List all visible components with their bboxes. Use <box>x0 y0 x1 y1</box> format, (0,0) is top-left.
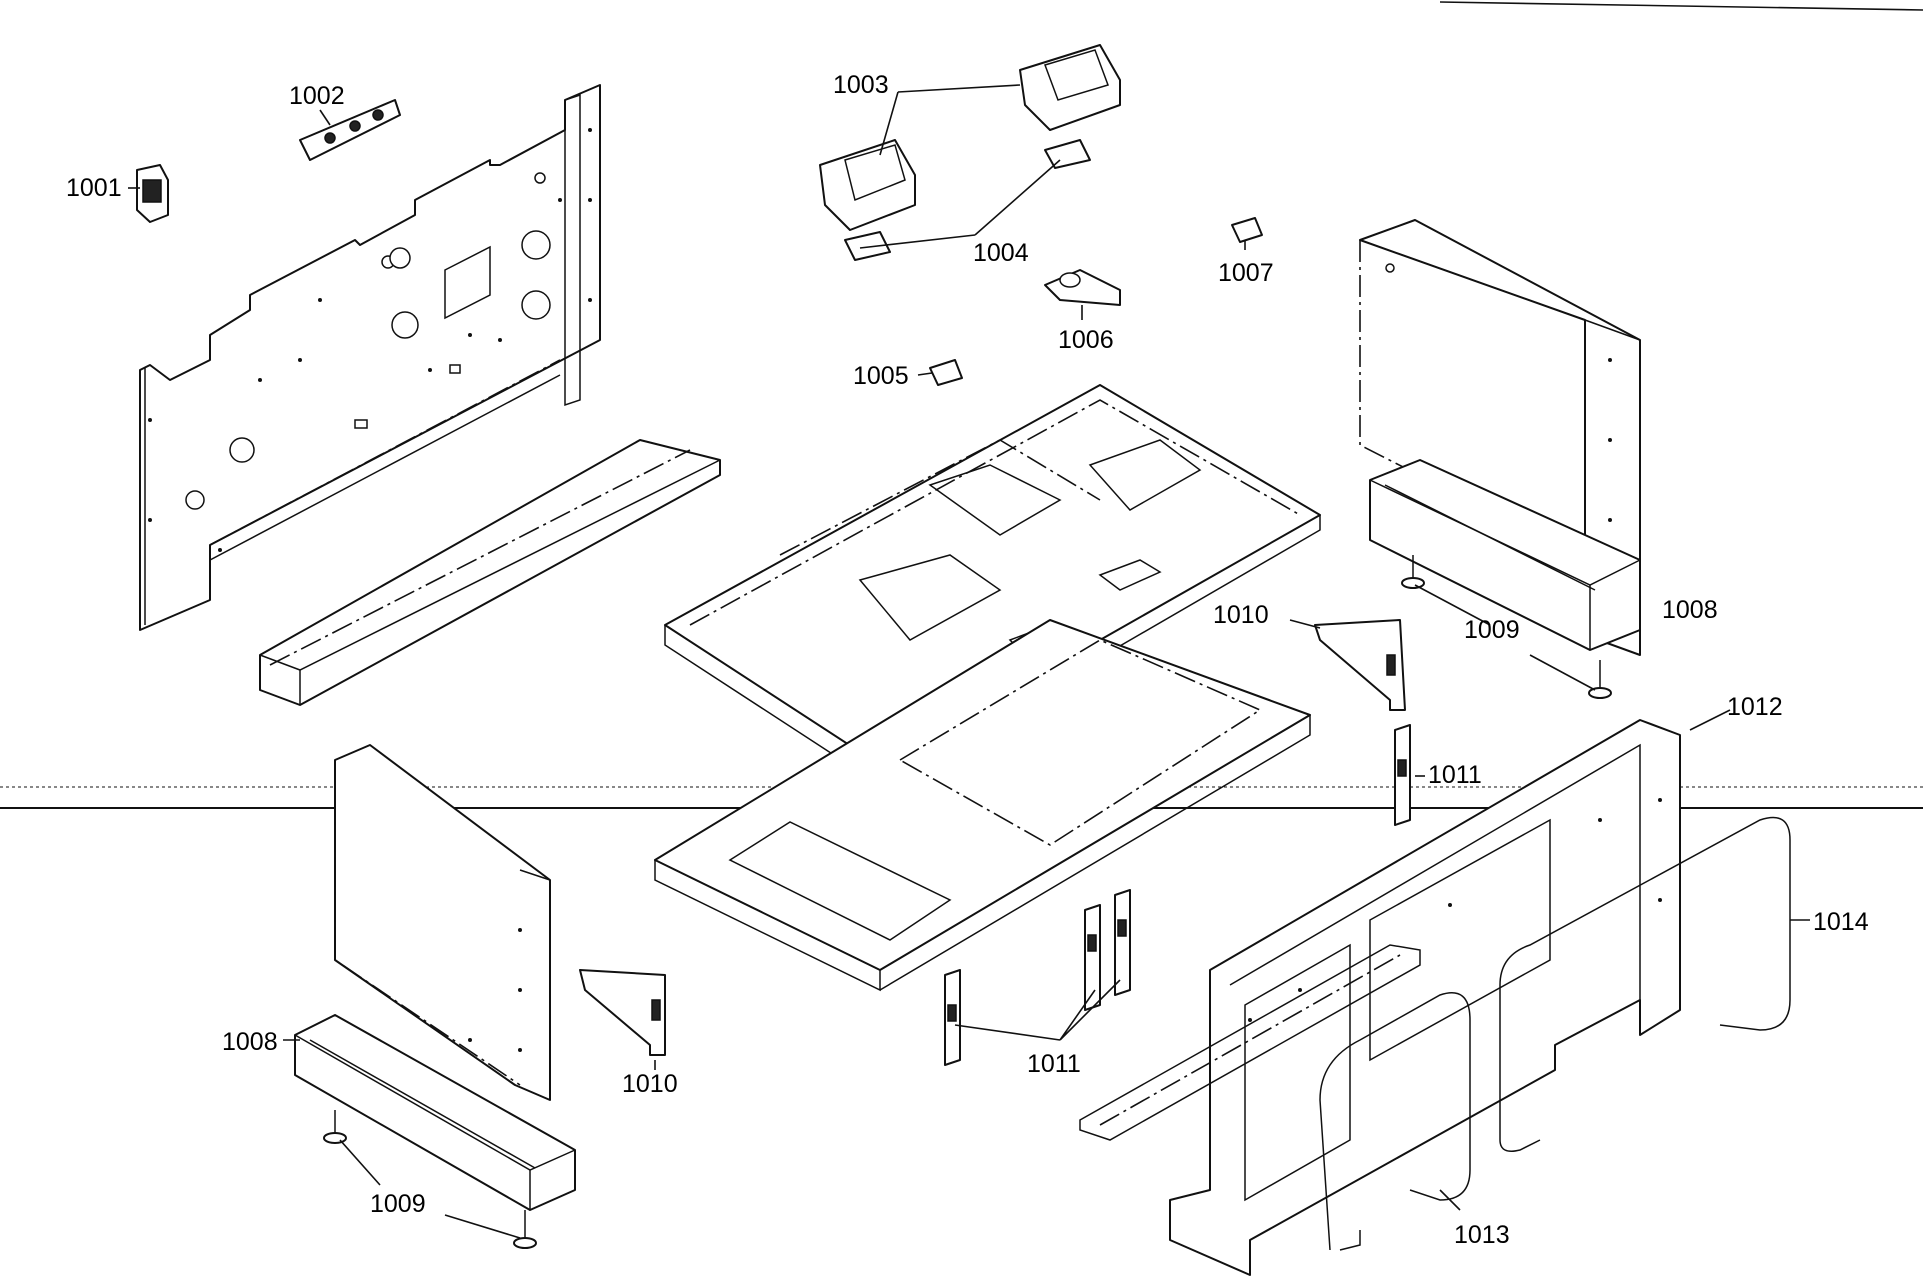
part-1002 <box>299 99 401 161</box>
label-1005: 1005 <box>853 362 909 390</box>
label-1014: 1014 <box>1813 908 1869 936</box>
back-rail <box>259 439 721 706</box>
label-1010-left: 1010 <box>622 1070 678 1098</box>
label-1009-left: 1009 <box>370 1190 426 1218</box>
label-1010-right: 1010 <box>1213 601 1269 629</box>
part-1006 <box>1044 269 1121 306</box>
label-1001: 1001 <box>66 174 122 202</box>
handle-1013 <box>1319 992 1471 1251</box>
part-1004 <box>844 139 1091 261</box>
left-base-channel <box>294 1014 576 1211</box>
back-panel <box>139 84 601 631</box>
label-1011-center: 1011 <box>1027 1050 1081 1078</box>
label-1004: 1004 <box>973 239 1029 267</box>
lower-tray <box>654 619 1311 992</box>
handle-1014 <box>1499 816 1791 1152</box>
leader-lines <box>128 84 1810 1239</box>
slides-1011 <box>944 724 1411 1066</box>
label-1007: 1007 <box>1218 259 1274 287</box>
label-1006: 1006 <box>1058 326 1114 354</box>
right-base-channel <box>1369 459 1641 651</box>
part-1005 <box>929 359 963 386</box>
label-1003: 1003 <box>833 71 889 99</box>
part-1003 <box>819 44 1121 231</box>
part-1001 <box>136 164 169 223</box>
label-1011-right: 1011 <box>1428 761 1482 789</box>
part-labels: 1001 1002 1003 1004 1005 1006 1007 1008 … <box>66 71 1869 1249</box>
bracket-1010-left <box>579 969 666 1056</box>
left-side-panel <box>334 744 551 1101</box>
label-1008-right: 1008 <box>1662 596 1718 624</box>
label-1008-left: 1008 <box>222 1028 278 1056</box>
label-1002: 1002 <box>289 82 345 110</box>
label-1012: 1012 <box>1727 693 1783 721</box>
front-frame <box>1079 719 1681 1276</box>
bracket-1010-right <box>1314 619 1406 711</box>
label-1009-right: 1009 <box>1464 616 1520 644</box>
part-1007 <box>1231 217 1263 243</box>
label-1013: 1013 <box>1454 1221 1510 1249</box>
